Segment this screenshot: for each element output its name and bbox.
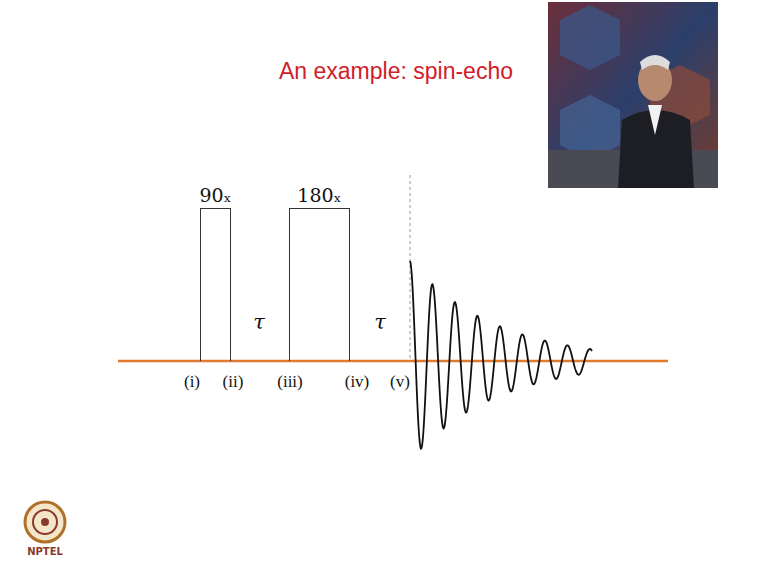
video-inset [548,2,718,188]
pulse-label: 180ₓ [297,184,341,206]
slide-title: An example: spin-echo [279,58,513,85]
delay-label: τ [253,310,265,334]
time-point: (ii) [223,372,244,392]
time-point: (i) [184,372,200,392]
rf-pulse: 180ₓ [289,208,350,361]
time-point: (iii) [277,372,303,392]
rf-pulse: 90ₓ [200,208,231,361]
echo-signal [410,261,592,449]
pulse-label: 90ₓ [199,184,231,206]
delay-label: τ [374,310,386,334]
nptel-logo [25,502,65,542]
time-point: (iv) [345,372,370,392]
time-point: (v) [390,372,410,392]
logo-text: NPTEL [27,546,63,557]
